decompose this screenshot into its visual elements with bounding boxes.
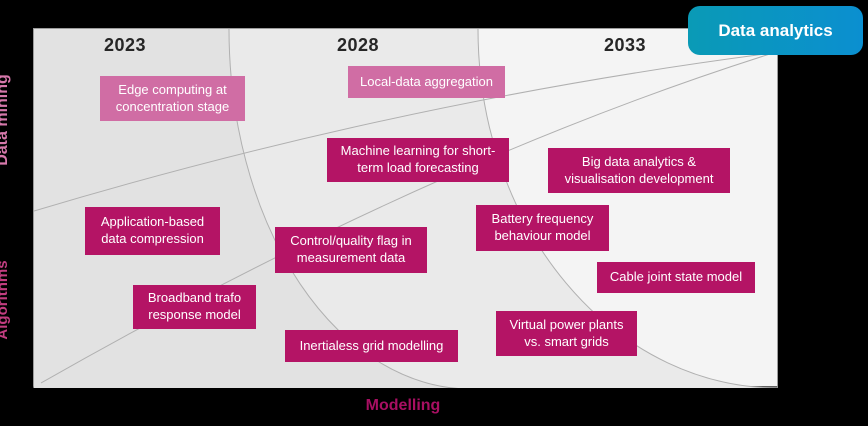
roadmap-box: Big data analytics & visualisation devel… xyxy=(548,148,730,193)
roadmap-box: Broadband trafo response model xyxy=(133,285,256,329)
roadmap-box: Battery frequency behaviour model xyxy=(476,205,609,251)
year-label-2023: 2023 xyxy=(103,35,147,55)
roadmap-box: Cable joint state model xyxy=(597,262,755,293)
year-separator-curve-2 xyxy=(477,29,778,388)
roadmap-box: Application-based data compression xyxy=(85,207,220,255)
axis-label-data-mining: Data mining xyxy=(0,74,11,166)
year-label-2028: 2028 xyxy=(336,35,380,55)
roadmap-box: Machine learning for short-term load for… xyxy=(327,138,509,182)
roadmap-box: Local-data aggregation xyxy=(348,66,505,98)
roadmap-box: Control/quality flag in measurement data xyxy=(275,227,427,273)
axis-label-algorithms: Algorithms xyxy=(0,260,11,340)
row-separator-curve-1 xyxy=(34,52,774,212)
roadmap-box: Virtual power plants vs. smart grids xyxy=(496,311,637,356)
roadmap-box: Inertialess grid modelling xyxy=(285,330,458,362)
data-analytics-badge: Data analytics xyxy=(688,6,863,55)
axis-label-modelling: Modelling xyxy=(365,397,441,414)
roadmap-box: Edge computing at concentration stage xyxy=(100,76,245,121)
year-label-2033: 2033 xyxy=(603,35,647,55)
